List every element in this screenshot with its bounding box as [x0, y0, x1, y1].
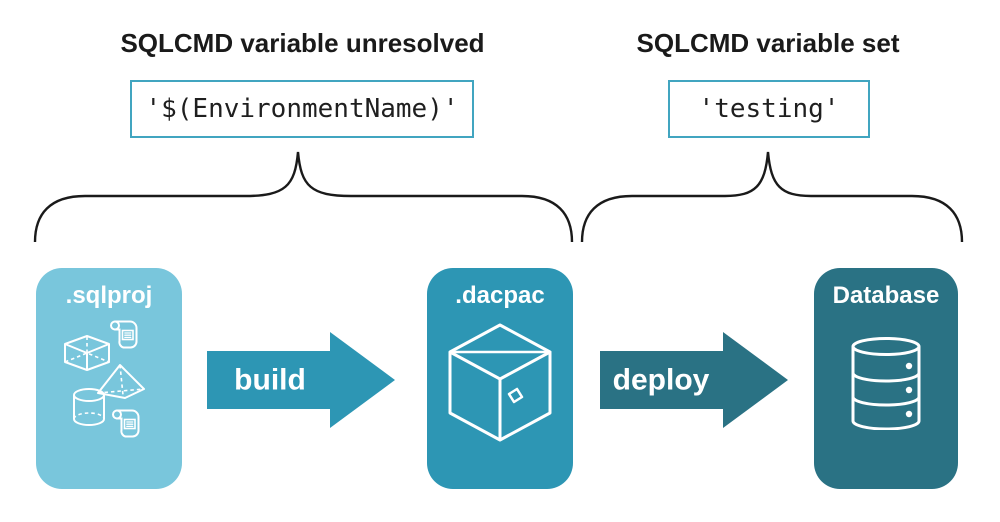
set-value-text: 'testing' [698, 94, 840, 124]
build-arrow-label: build [234, 364, 306, 397]
scroll-icon [112, 409, 140, 438]
cube-icon [64, 335, 110, 371]
database-icon [851, 337, 921, 430]
unresolved-value-box: '$(EnvironmentName)' [130, 80, 474, 138]
pyramid-icon [97, 364, 145, 399]
sql-objects-icon [64, 320, 145, 438]
node-dacpac: .dacpac [427, 268, 573, 489]
node-dacpac-label: .dacpac [455, 282, 545, 309]
build-arrow-shape [207, 332, 395, 428]
right-brace-icon [580, 151, 964, 243]
node-sqlproj-label: .sqlproj [65, 282, 153, 309]
node-database: Database [814, 268, 958, 489]
unresolved-value-text: '$(EnvironmentName)' [145, 94, 459, 124]
set-heading: SQLCMD variable set [636, 28, 900, 58]
unresolved-heading: SQLCMD variable unresolved [120, 28, 485, 58]
cylinder-icon [73, 388, 105, 426]
node-sqlproj: .sqlproj [36, 268, 182, 489]
left-brace-icon [33, 151, 574, 243]
package-icon [448, 323, 552, 442]
deploy-arrow: deploy [600, 332, 788, 428]
scroll-icon [110, 320, 138, 349]
node-database-label: Database [832, 282, 940, 309]
build-arrow: build [207, 332, 395, 428]
brace-group [33, 151, 964, 243]
deploy-arrow-label: deploy [613, 364, 710, 397]
deploy-arrow-shape [600, 332, 788, 428]
set-value-box: 'testing' [668, 80, 870, 138]
